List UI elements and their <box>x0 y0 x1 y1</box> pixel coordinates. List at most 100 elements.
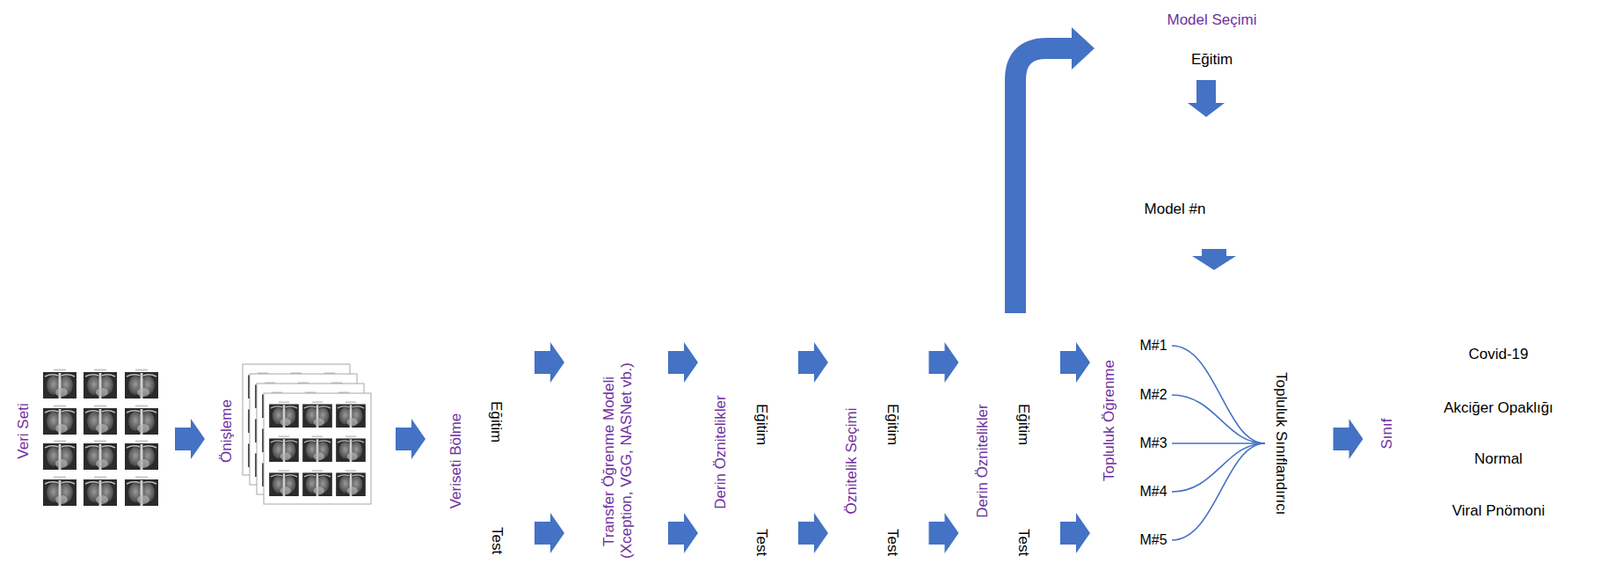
label-holder: Eğitim <box>1003 349 1043 501</box>
arrow-head <box>1071 27 1095 70</box>
node-fill <box>1097 5 1327 246</box>
block-arrow <box>929 512 960 553</box>
block-arrow <box>1060 512 1091 553</box>
label-holder: Test <box>743 513 779 572</box>
process-box: M#4 <box>1134 472 1172 511</box>
panel-box: Model SeçimiEğitimModel #n <box>1097 5 1327 246</box>
label-holder: Viral Pnömoni <box>1410 494 1587 526</box>
panel-title: Model Seçimi <box>1097 11 1327 30</box>
block-arrow <box>395 418 426 459</box>
process-box: Eğitim <box>872 349 912 501</box>
label-holder: Sınıf <box>1378 433 1397 465</box>
box-label: Eğitim <box>487 400 506 443</box>
process-box: Test <box>1005 513 1041 572</box>
label-holder: Eğitim <box>872 349 912 501</box>
label-holder: Veriseti Bölme <box>447 460 466 557</box>
process-box: Akciğer Opaklığı <box>1410 392 1587 423</box>
label-holder: Öznitelik Seçimi <box>843 460 861 568</box>
label-holder: Model Seçimi <box>1097 11 1327 30</box>
block-arrow <box>174 418 205 459</box>
process-box: Eğitim <box>1003 349 1043 501</box>
stage-label: Derin Öznitelikler <box>974 403 992 517</box>
model-card <box>1206 121 1295 162</box>
label-holder: Veri Seti <box>14 430 33 487</box>
box-label: Test <box>487 526 506 554</box>
block-arrow <box>1333 418 1364 459</box>
model-card <box>1189 136 1279 177</box>
box-label: M#2 <box>1139 386 1167 403</box>
block-arrow <box>929 341 960 383</box>
stage-label: Veri Seti <box>14 402 33 459</box>
stage-box: Derin Öznitelikler EğitimTest <box>704 339 792 582</box>
box-label: M#4 <box>1139 483 1167 500</box>
stage-box: Transfer Öğrenme Modeli (Xception, VGG, … <box>573 339 662 582</box>
box-label: Normal <box>1474 450 1523 468</box>
node-fill <box>7 336 169 582</box>
stage-label: Sınıf <box>1378 418 1397 450</box>
preprocessed-sheets <box>242 363 371 504</box>
process-box: Topluluk Sınıflandırıcı <box>1265 329 1298 557</box>
block-arrow <box>668 341 699 383</box>
process-box: Eğitim <box>741 349 781 501</box>
block-arrow <box>1187 80 1225 117</box>
model-card <box>1180 143 1270 184</box>
label-holder: Transfer Öğrenme Modeli (Xception, VGG, … <box>600 460 635 585</box>
box-label: Eğitim <box>883 403 902 445</box>
box-label: Test <box>1014 528 1033 556</box>
box-label: Eğitim <box>752 403 771 445</box>
box-label: Eğitim <box>1191 50 1233 69</box>
label-holder: Eğitim <box>1112 43 1312 77</box>
box-label: Test <box>883 528 902 556</box>
stage-box: Veri Seti <box>7 336 169 582</box>
merge-curve <box>1171 443 1266 540</box>
stage-box: Sınıf Covid-19Akciğer OpaklığıNormalViral… <box>1369 321 1600 582</box>
label-holder: Model #n <box>1130 189 1220 230</box>
stage-box: Önişleme <box>210 336 381 582</box>
model-stack: Model #n <box>1130 120 1295 230</box>
label-holder: Test <box>1005 513 1041 572</box>
label-holder: Önişleme <box>218 430 236 495</box>
box-label: Covid-19 <box>1468 345 1528 364</box>
stage-box: Topluluk Öğrenme M#1M#2M#3M#4M#5 Topluluk … <box>1097 273 1327 582</box>
block-arrow <box>534 341 565 383</box>
block-arrow <box>1192 248 1237 270</box>
stage-label: Öznitelik Seçimi <box>843 407 861 515</box>
box-label: Akciğer Opaklığı <box>1443 399 1554 417</box>
process-box: Normal <box>1410 443 1587 474</box>
block-arrow <box>534 512 565 553</box>
process-box: M#2 <box>1134 375 1172 415</box>
process-box: Covid-19 <box>1410 338 1587 370</box>
label-holder: M#3 <box>1134 423 1172 463</box>
block-arrow <box>1060 341 1091 383</box>
box-label: Viral Pnömoni <box>1452 501 1546 520</box>
label-holder: Normal <box>1410 443 1587 474</box>
stage-box: Öznitelik Seçimi EğitimTest <box>835 339 922 582</box>
label-holder: M#5 <box>1134 520 1172 560</box>
label-holder: Akciğer Opaklığı <box>1410 392 1587 423</box>
stage-box: Veriseti Bölme EğitimTest <box>440 339 526 582</box>
process-box: M#3 <box>1134 423 1172 463</box>
box-label: M#3 <box>1139 435 1167 451</box>
stage-label: Veriseti Bölme <box>447 413 466 510</box>
label-holder: M#4 <box>1134 472 1172 511</box>
label-holder: Eğitim <box>741 349 781 501</box>
label-holder: Test <box>480 509 514 572</box>
label-holder: Topluluk Öğrenme <box>1100 420 1119 542</box>
box-label: Test <box>752 528 771 556</box>
model-card <box>1172 151 1262 192</box>
label-holder: M#1 <box>1134 326 1172 365</box>
model-card <box>1163 159 1253 200</box>
label-holder: Topluluk Sınıflandırıcı <box>1265 329 1298 557</box>
label-holder: Eğitim <box>477 349 516 495</box>
model-card <box>1197 128 1287 169</box>
label-holder: Derin Öznitelikler <box>712 451 730 566</box>
box-label: M#5 <box>1139 531 1167 548</box>
box-label: M#1 <box>1139 337 1167 354</box>
block-arrow <box>798 512 829 553</box>
label-holder: M#2 <box>1134 375 1172 415</box>
process-box: Viral Pnömoni <box>1410 494 1587 526</box>
process-box: M#5 <box>1134 520 1172 560</box>
process-box: Test <box>480 509 514 572</box>
